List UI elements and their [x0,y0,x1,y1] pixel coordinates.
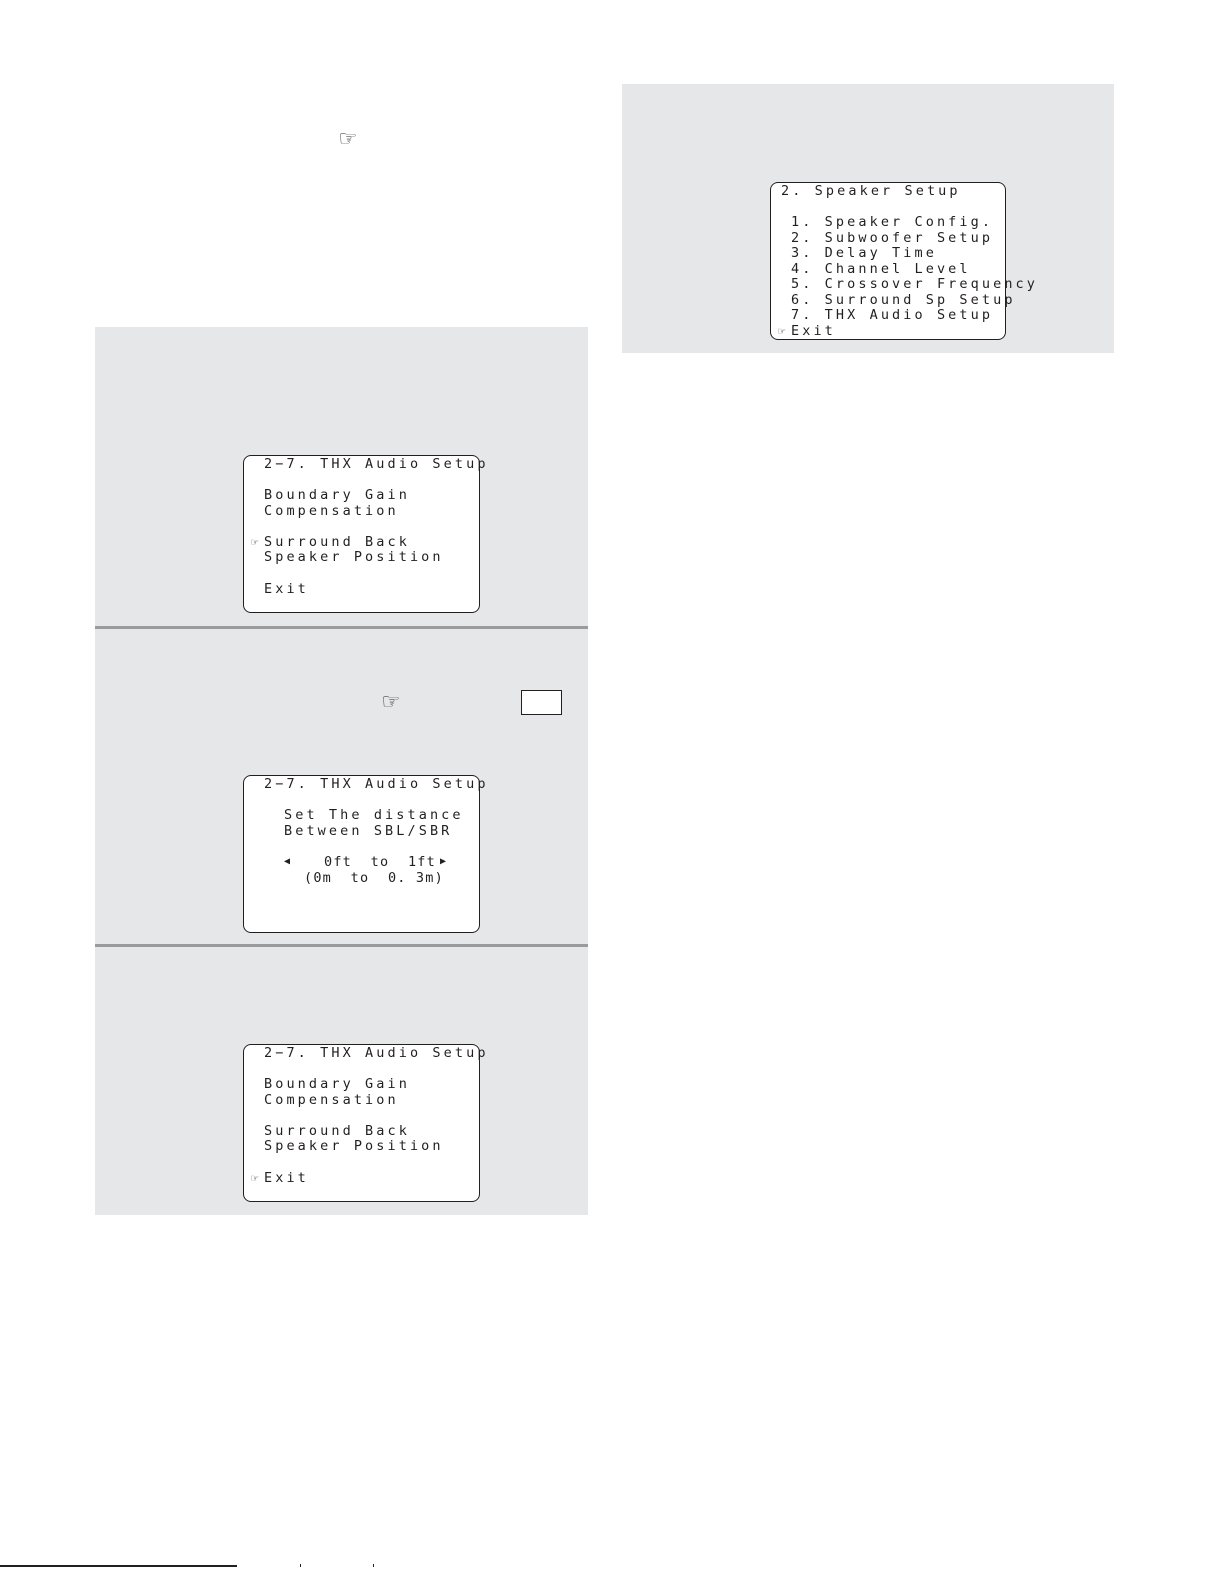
key-box [521,690,562,715]
bottom-rule [0,1565,237,1567]
thx-menu-panel-2: 2−7. THX Audio Setup Boundary Gain Compe… [95,947,588,1215]
pointer-hand-icon: ☞ [340,124,356,154]
menu-item-surround-sp-setup[interactable]: 6. Surround Sp Setup [791,292,1016,308]
thx-menu-screen-1: 2−7. THX Audio Setup Boundary Gain Compe… [243,455,485,613]
menu-item-exit[interactable]: Exit [791,323,836,339]
pointer-hand-icon: ☞ [383,687,399,717]
menu-item-crossover-frequency[interactable]: 5. Crossover Frequency [791,276,1039,292]
speaker-setup-panel: 2. Speaker Setup 1. Speaker Config. 2. S… [622,84,1114,353]
section-divider [95,944,588,947]
menu-item-delay-time[interactable]: 3. Delay Time [791,245,937,261]
distance-range-ft: 0ft to 1ft [324,854,436,870]
menu-item-subwoofer-setup[interactable]: 2. Subwoofer Setup [791,230,994,246]
menu-item-exit[interactable]: Exit [264,581,309,597]
right-arrow-icon[interactable]: ▶ [440,856,447,867]
menu-item-surround-back[interactable]: Surround Back [264,534,410,550]
distance-range-m: (0m to 0. 3m) [304,870,444,886]
menu-item-surround-back[interactable]: Surround Back [264,1123,410,1139]
thx-distance-panel: ☞ 2−7. THX Audio Setup Set The distance … [95,629,588,944]
menu-item-compensation[interactable]: Compensation [264,503,399,519]
distance-prompt-line1: Set The distance [284,807,464,823]
menu-item-speaker-config[interactable]: 1. Speaker Config. [791,214,994,230]
screen-title: 2−7. THX Audio Setup [264,776,489,792]
screen-title: 2−7. THX Audio Setup [264,1045,489,1061]
thx-menu-screen-2: 2−7. THX Audio Setup Boundary Gain Compe… [243,1044,485,1202]
menu-item-thx-audio-setup[interactable]: 7. THX Audio Setup [791,307,994,323]
menu-item-speaker-position[interactable]: Speaker Position [264,1138,444,1154]
menu-item-channel-level[interactable]: 4. Channel Level [791,261,971,277]
distance-prompt-line2: Between SBL/SBR [284,823,453,839]
screen-title: 2−7. THX Audio Setup [264,456,489,472]
menu-item-boundary-gain[interactable]: Boundary Gain [264,1076,410,1092]
bottom-tick [300,1564,301,1567]
left-arrow-icon[interactable]: ◀ [284,856,291,867]
thx-menu-panel-1: 2−7. THX Audio Setup Boundary Gain Compe… [95,327,588,626]
section-divider [95,626,588,629]
menu-item-boundary-gain[interactable]: Boundary Gain [264,487,410,503]
cursor-icon: ☞ [251,535,259,549]
screen-title: 2. Speaker Setup [781,183,961,199]
menu-item-speaker-position[interactable]: Speaker Position [264,549,444,565]
thx-distance-screen: 2−7. THX Audio Setup Set The distance Be… [243,775,485,933]
speaker-setup-screen: 2. Speaker Setup 1. Speaker Config. 2. S… [770,182,1035,340]
cursor-icon: ☞ [778,324,786,338]
bottom-tick [373,1564,374,1567]
menu-item-exit[interactable]: Exit [264,1170,309,1186]
cursor-icon: ☞ [251,1171,259,1185]
menu-item-compensation[interactable]: Compensation [264,1092,399,1108]
